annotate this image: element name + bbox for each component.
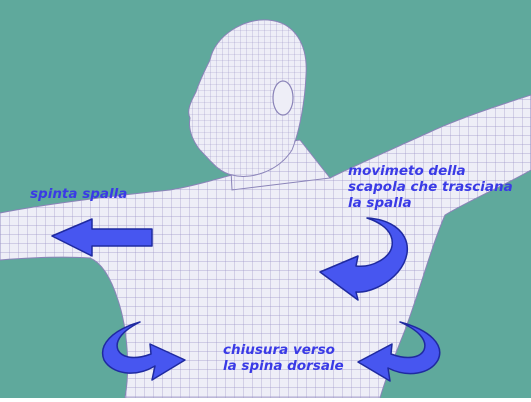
label-closure-spine: chiusura verso la spina dorsale bbox=[223, 342, 344, 374]
label-scapula-movement: movimeto della scapola che trasciana la … bbox=[348, 163, 513, 211]
ear bbox=[273, 81, 293, 115]
label-push-shoulder: spinta spalla bbox=[30, 186, 127, 202]
